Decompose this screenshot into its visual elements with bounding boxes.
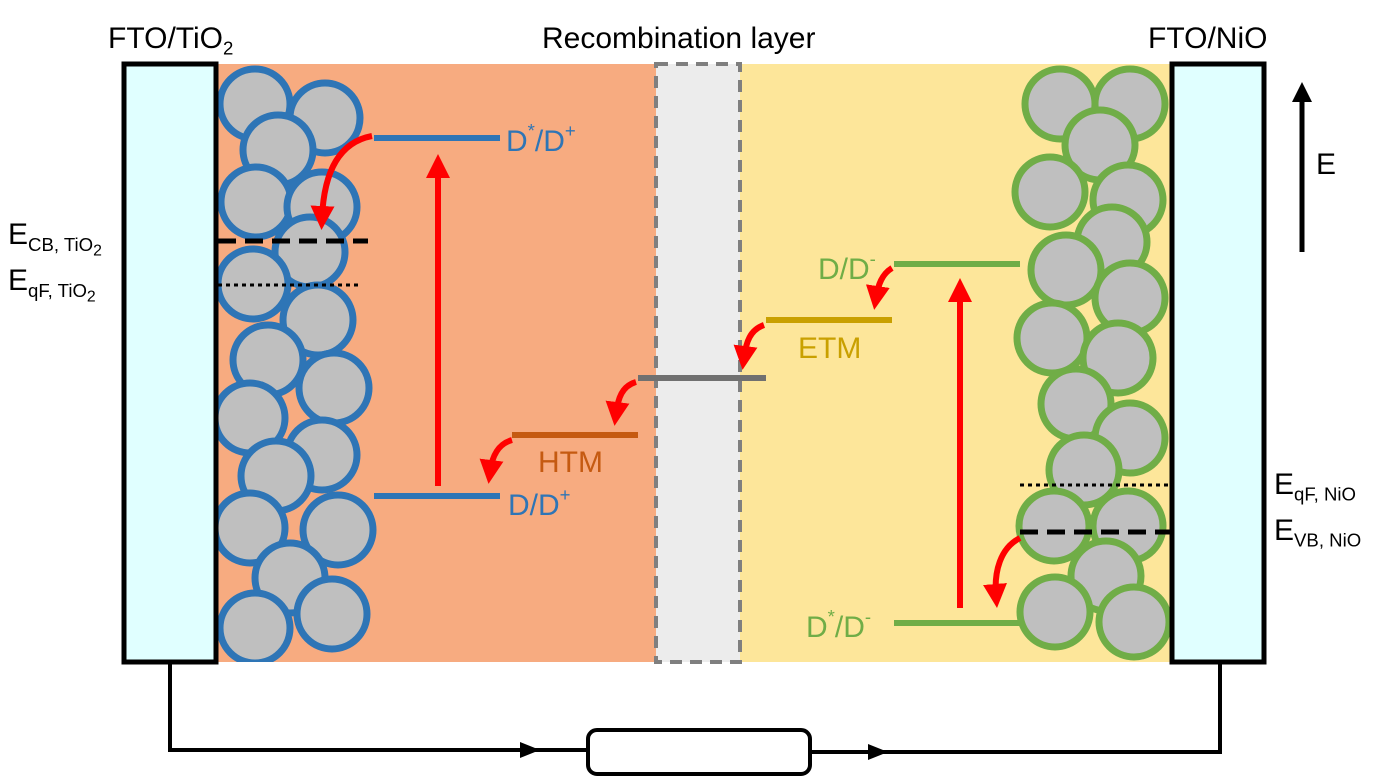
dye-to-etm-arrow [865,265,894,310]
fto-nio-electrode [1169,61,1267,665]
energy-axis-label: E [1316,148,1337,181]
tio2-particles [216,65,377,662]
fto-nio-label: FTO/NiO [1148,22,1268,55]
external-circuit-wire-right [810,662,1222,754]
electron-transfer-arrows [310,133,1022,608]
left-injection-arrow [310,133,373,230]
external-circuit-wire [168,662,588,752]
current-direction-arrow-left [520,742,540,758]
load-resistor [586,728,812,776]
eqf-nio-label: EqF, NiO [1274,468,1357,505]
nio-hole-injection-arrow [983,535,1022,608]
fto-tio2-label: FTO/TiO2 [108,22,234,59]
etm-to-recombination-arrow [733,322,766,370]
current-direction-arrow-right [868,744,888,760]
nio-particles [1011,65,1172,661]
etm-label: ETM [798,332,862,365]
right-ground-dye-label: D/D- [818,248,876,286]
fto-tio2-electrode [121,61,219,665]
ecb-tio2-label: ECB, TiO2 [8,218,102,260]
recombination-layer-region [654,62,742,664]
recombination-layer-label: Recombination layer [542,22,816,55]
left-excited-dye-label: D*/D+ [506,120,576,158]
htm-regeneration-arrow [479,437,514,484]
htm-label: HTM [538,446,603,479]
left-ground-dye-label: D/D+ [508,484,571,522]
right-excited-dye-label: D*/D- [806,606,872,644]
eqf-tio2-label: EqF, TiO2 [8,264,96,306]
evb-nio-label: EVB, NiO [1274,514,1362,551]
recombination-to-htm-arrow [605,379,638,426]
